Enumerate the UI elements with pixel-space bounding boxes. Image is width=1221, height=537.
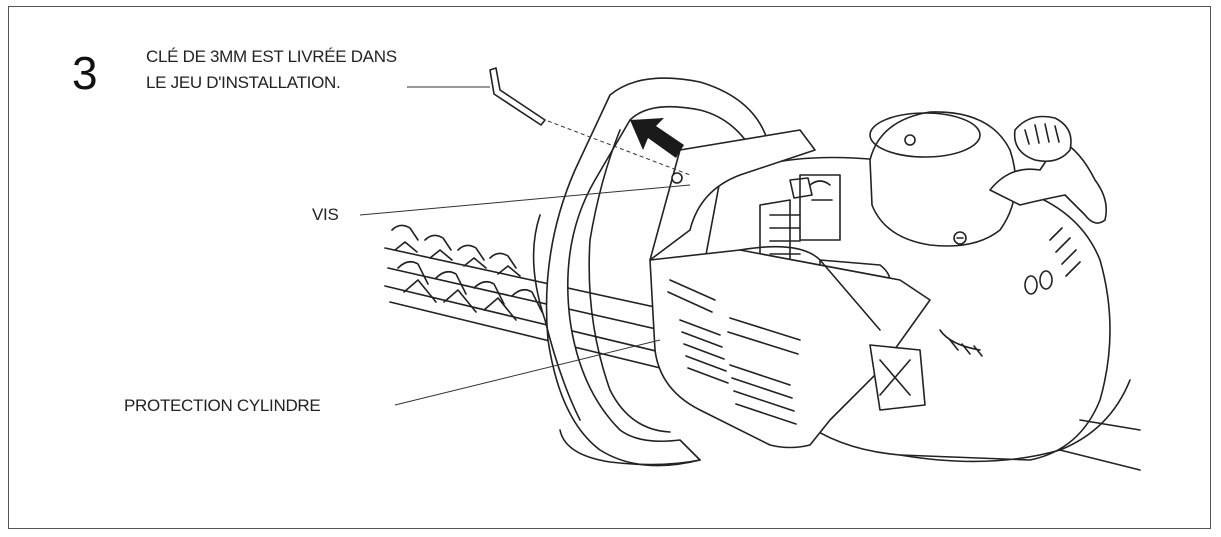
allen-key-label-line1: CLÉ DE 3MM EST LIVRÉE DANS — [146, 47, 397, 66]
figure-frame — [8, 6, 1211, 529]
cylinder-guard-label: PROTECTION CYLINDRE — [124, 396, 321, 415]
allen-key — [489, 67, 691, 176]
cylinder-guard — [649, 129, 931, 449]
screw-leader-line — [359, 184, 691, 216]
direction-arrow — [630, 118, 684, 158]
step-number: 3 — [72, 47, 98, 99]
starter-housing — [869, 111, 1108, 247]
guard-leader-line — [394, 339, 661, 406]
screw — [671, 172, 683, 184]
screw-label: VIS — [312, 205, 339, 224]
allen-key-label-line2: LE JEU D'INSTALLATION. — [146, 73, 341, 92]
